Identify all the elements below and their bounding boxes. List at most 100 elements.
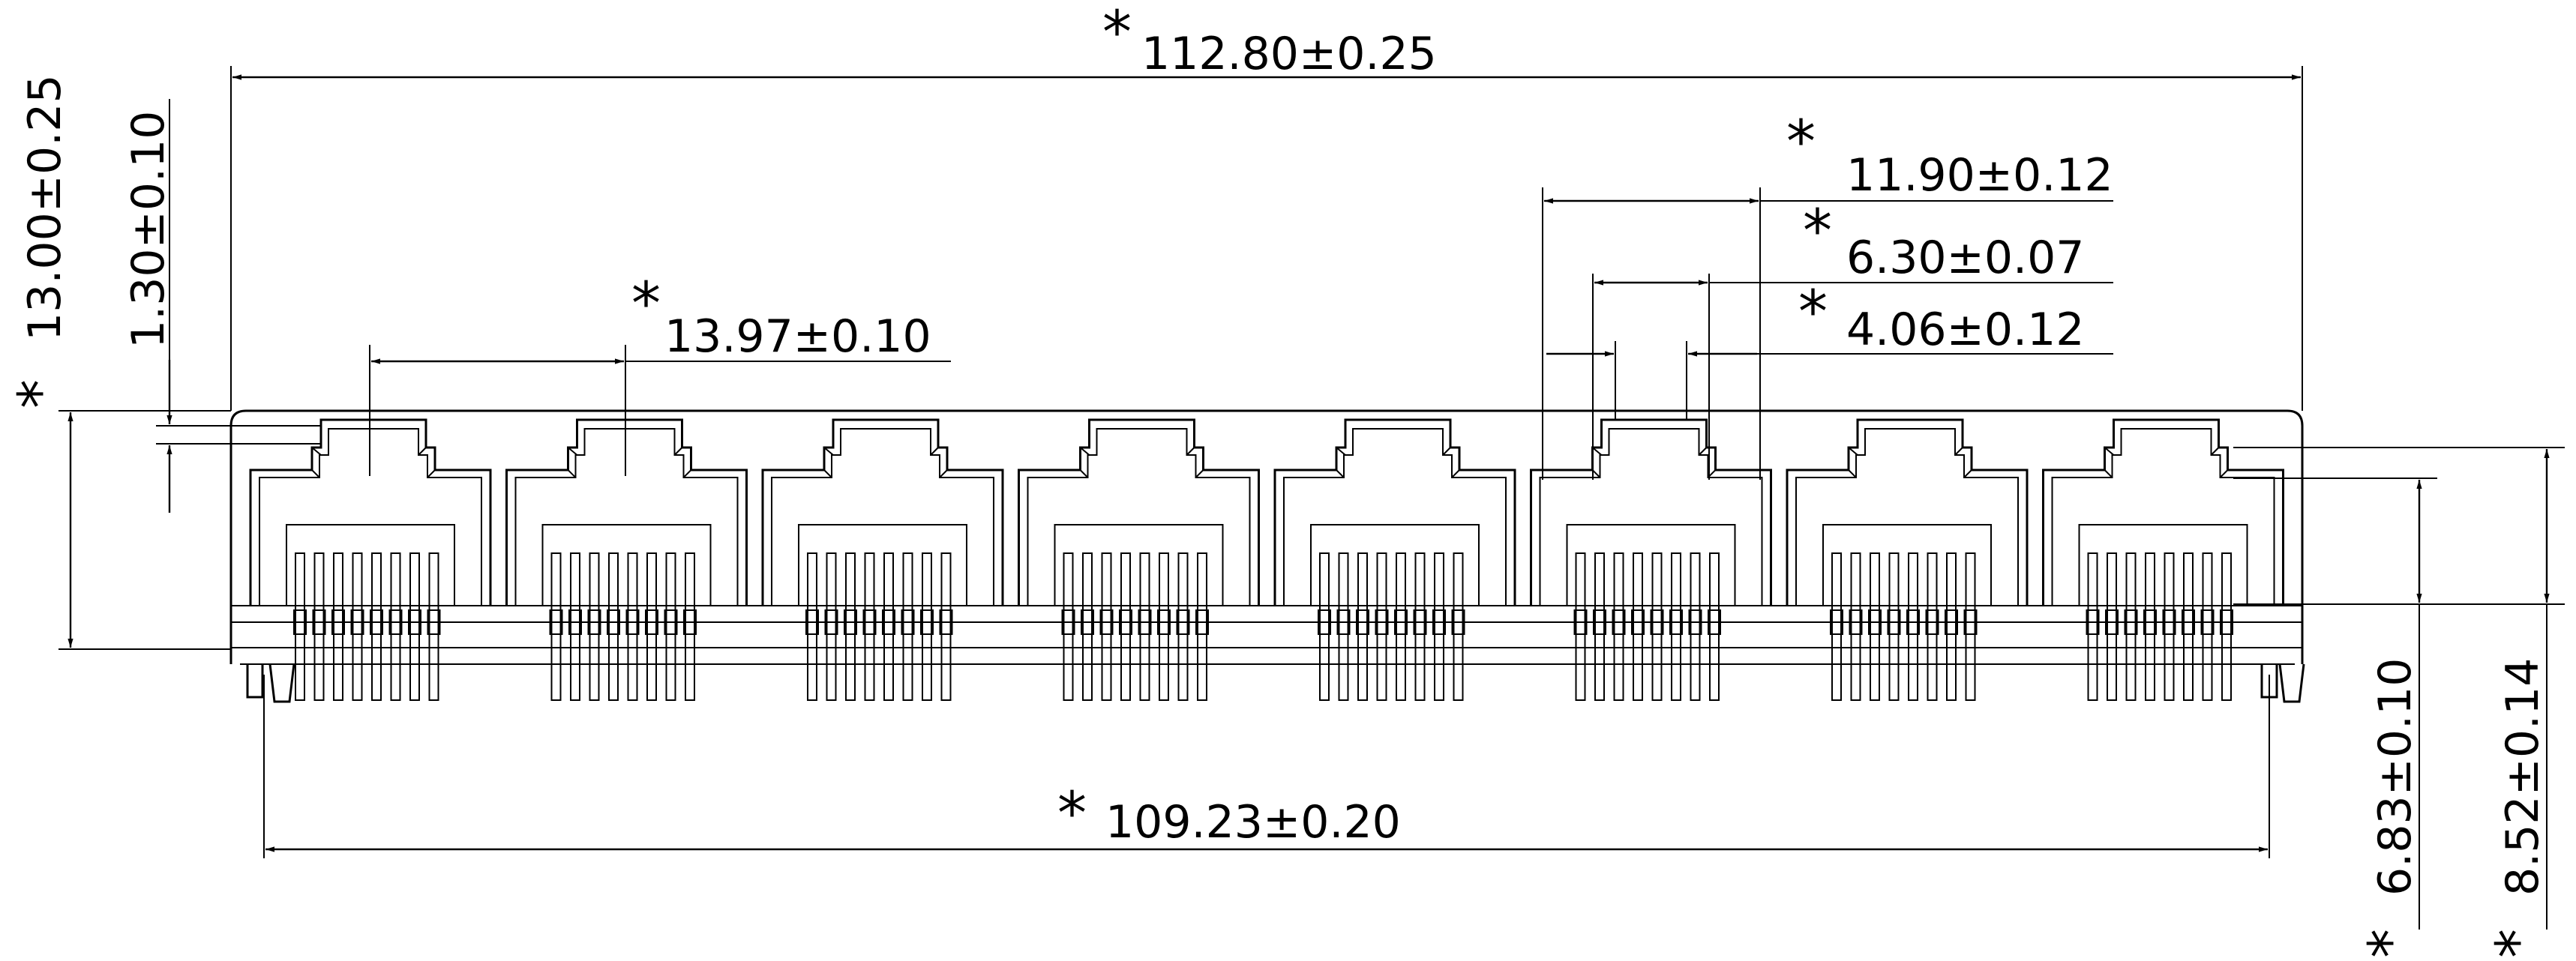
contact-pin bbox=[1453, 552, 1464, 701]
port-inner-outline bbox=[259, 428, 482, 606]
pin-span-label: 109.23±0.20 bbox=[1105, 796, 1401, 849]
port-inner-outline bbox=[771, 428, 994, 606]
pin-shoulder bbox=[2143, 609, 2157, 635]
port-inner-outline bbox=[1283, 428, 1507, 606]
contact-pin bbox=[1120, 552, 1131, 701]
port-opening-label: 11.90±0.12 bbox=[1846, 149, 2113, 202]
contact-pin bbox=[428, 552, 439, 701]
contact-window bbox=[1566, 524, 1736, 606]
pin-shoulder bbox=[293, 609, 307, 635]
contact-pin bbox=[608, 552, 619, 701]
pin-shoulder bbox=[2182, 609, 2195, 635]
pin-shoulder bbox=[1119, 609, 1132, 635]
contact-pin bbox=[1177, 552, 1189, 701]
contact-pin bbox=[845, 552, 856, 701]
pin-shoulder bbox=[1356, 609, 1369, 635]
contact-pin bbox=[1139, 552, 1150, 701]
contact-window bbox=[1822, 524, 1992, 606]
contact-pin bbox=[1888, 552, 1900, 701]
contact-window bbox=[1054, 524, 1224, 606]
rj45-port bbox=[1786, 418, 2029, 701]
pin-shoulder bbox=[844, 609, 857, 635]
pin-shoulder bbox=[1849, 609, 1863, 635]
pin-shoulder bbox=[1868, 609, 1882, 635]
pin-shoulder bbox=[1650, 609, 1664, 635]
contact-pin bbox=[1709, 552, 1720, 701]
contact-pin bbox=[409, 552, 420, 701]
pin-shoulder bbox=[568, 609, 582, 635]
pin-shoulder bbox=[1375, 609, 1389, 635]
contact-pin bbox=[1690, 552, 1701, 701]
contact-pin bbox=[2183, 552, 2194, 701]
pin-shoulder bbox=[1099, 609, 1114, 635]
pin-shoulder bbox=[331, 609, 345, 635]
contact-pin bbox=[2125, 552, 2137, 701]
top-offset-label: 1.30±0.10 bbox=[122, 111, 175, 349]
port-outline bbox=[1018, 418, 1260, 606]
contact-pin bbox=[1376, 552, 1387, 701]
pin-shoulder bbox=[939, 609, 953, 635]
contact-pin bbox=[1159, 552, 1169, 701]
rj45-port bbox=[761, 418, 1004, 701]
pin-shoulder bbox=[920, 609, 934, 635]
pin-shoulder bbox=[1157, 609, 1171, 635]
pin-shoulder bbox=[427, 609, 441, 635]
pin-shoulder bbox=[1906, 609, 1920, 635]
contact-pin bbox=[1927, 552, 1938, 701]
pin-shoulder bbox=[1963, 609, 1978, 635]
contact-pin bbox=[1671, 552, 1681, 701]
contact-pin bbox=[2145, 552, 2155, 701]
port-array bbox=[249, 418, 2284, 701]
contact-pin bbox=[570, 552, 580, 701]
contact-pin bbox=[826, 552, 837, 701]
contact-window bbox=[541, 524, 712, 606]
port-height-b-marker: * bbox=[2485, 929, 2552, 958]
pin-shoulder bbox=[607, 609, 620, 635]
dimension-lines bbox=[58, 66, 2565, 930]
pin-shoulder bbox=[1336, 609, 1351, 635]
contact-pin bbox=[2107, 552, 2117, 701]
pin-shoulder bbox=[1887, 609, 1901, 635]
pin-shoulder bbox=[1830, 609, 1843, 635]
pin-shoulder bbox=[1138, 609, 1152, 635]
contact-pin bbox=[1651, 552, 1663, 701]
port-inner-outline bbox=[2051, 428, 2275, 606]
contact-pin bbox=[685, 552, 695, 701]
pin-shoulder bbox=[1669, 609, 1683, 635]
pin-shoulder bbox=[805, 609, 819, 635]
rj45-port bbox=[1018, 418, 1260, 701]
pin-shoulder bbox=[683, 609, 697, 635]
pin-shoulder bbox=[312, 609, 326, 635]
rj45-port bbox=[249, 418, 492, 701]
latch-inner-marker: * bbox=[1798, 279, 1828, 346]
pin-shoulder bbox=[1394, 609, 1408, 635]
rj45-port bbox=[2042, 418, 2284, 701]
contact-pin bbox=[1357, 552, 1368, 701]
contact-pin bbox=[1082, 552, 1093, 701]
contact-window bbox=[2078, 524, 2248, 606]
pin-span-marker: * bbox=[1057, 780, 1087, 848]
pin-shoulder bbox=[1573, 609, 1588, 635]
contact-pin bbox=[2164, 552, 2175, 701]
pin-shoulder bbox=[2105, 609, 2119, 635]
contact-pin bbox=[1197, 552, 1207, 701]
port-height-a-label: 6.83±0.10 bbox=[2369, 658, 2422, 896]
port-outline bbox=[1273, 418, 1516, 606]
pin-shoulder bbox=[1708, 609, 1721, 635]
pin-shoulder bbox=[824, 609, 838, 635]
contact-pin bbox=[665, 552, 676, 701]
pin-shoulder bbox=[1176, 609, 1190, 635]
pin-shoulder bbox=[862, 609, 877, 635]
pin-shoulder bbox=[1925, 609, 1939, 635]
pin-shoulder bbox=[350, 609, 364, 635]
contact-pin bbox=[1575, 552, 1586, 701]
contact-pin bbox=[550, 552, 562, 701]
overall-length-label: 112.80±0.25 bbox=[1141, 28, 1437, 80]
pin-shoulder bbox=[1432, 609, 1446, 635]
contact-pin bbox=[295, 552, 305, 701]
pin-shoulder bbox=[1593, 609, 1606, 635]
contact-pin bbox=[922, 552, 932, 701]
port-inner-outline bbox=[1539, 428, 1763, 606]
pin-shoulder bbox=[2086, 609, 2100, 635]
latch-outer-marker: * bbox=[1803, 198, 1832, 265]
